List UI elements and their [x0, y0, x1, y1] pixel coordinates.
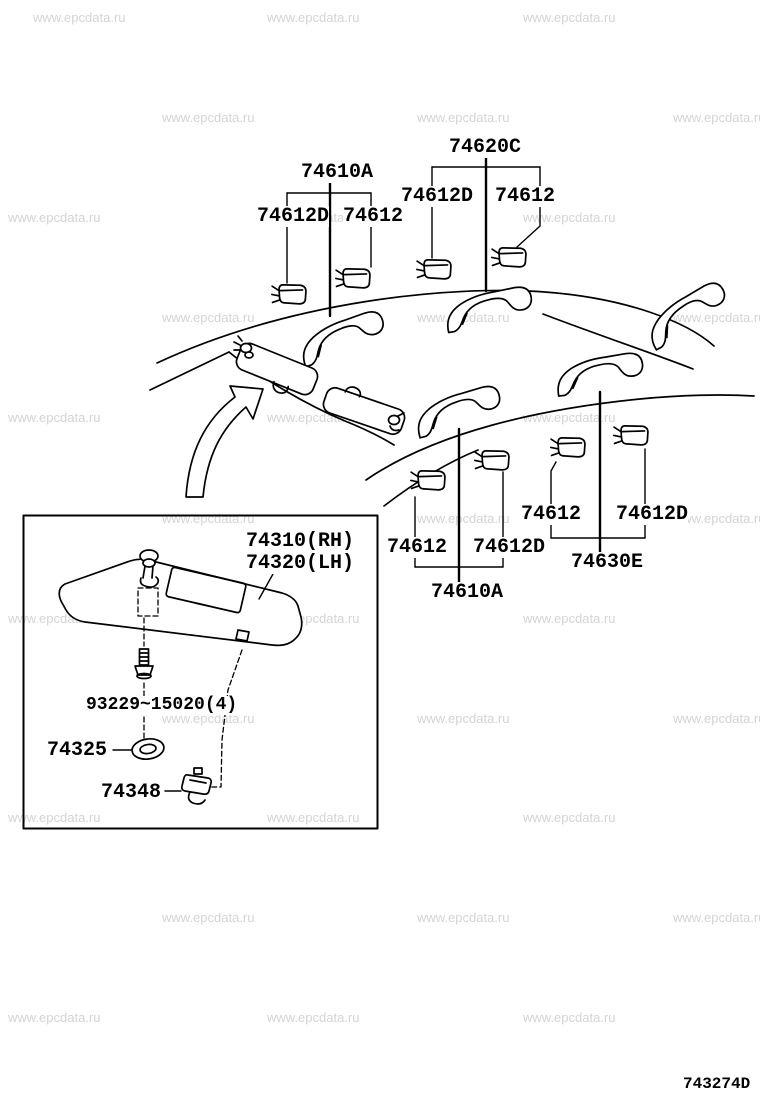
part-label-74630e: 74630E — [571, 551, 644, 574]
visor-holder-icon — [180, 767, 213, 805]
watermark-text: www.epcdata.ru — [162, 310, 255, 325]
direction-arrow-icon — [185, 385, 264, 498]
watermark-text: www.epcdata.ru — [8, 410, 101, 425]
watermark-text: www.epcdata.ru — [417, 511, 510, 526]
visor-leader-line — [258, 573, 274, 600]
visor-pivot-icon — [233, 335, 254, 359]
clip-icon — [490, 247, 527, 268]
part-label-74325: 74325 — [47, 739, 108, 762]
watermark-text: www.epcdata.ru — [33, 10, 126, 25]
assist-grip-front-left — [447, 286, 533, 334]
screw-icon — [134, 648, 154, 680]
part-label-74612d-b: 74612D — [401, 185, 474, 208]
sun-visor-right-sketch — [233, 335, 319, 396]
assist-grip-front-right — [302, 311, 384, 368]
watermark-text: www.epcdata.ru — [417, 711, 510, 726]
watermark-text: www.epcdata.ru — [417, 910, 510, 925]
clip-icon — [612, 425, 649, 446]
clip-icon — [415, 259, 452, 280]
inset-detail-box — [22, 514, 379, 830]
vanity-mirror — [165, 566, 247, 614]
watermark-text: www.epcdata.ru — [8, 810, 101, 825]
part-label-74612-c: 74612 — [387, 536, 448, 559]
watermark-text: www.epcdata.ru — [673, 110, 760, 125]
diagram-ref-code: 743274D — [683, 1075, 751, 1093]
assembly-dashed-lines — [137, 587, 243, 788]
watermark-text: www.epcdata.ru — [523, 10, 616, 25]
watermark-text: www.epcdata.ru — [8, 210, 101, 225]
visor-pivot-icon — [139, 549, 160, 588]
watermark-text: www.epcdata.ru — [417, 110, 510, 125]
watermark-text: www.epcdata.ru — [162, 110, 255, 125]
assist-grip-rear-right — [417, 385, 501, 439]
clip-icon — [549, 437, 586, 458]
part-label-74310-rh: 74310(RH) — [246, 530, 355, 553]
watermark-text: www.epcdata.ru — [523, 210, 616, 225]
part-label-93229-15020: 93229~15020(4) — [86, 695, 238, 715]
clip-icon — [270, 284, 307, 305]
watermark-text: www.epcdata.ru — [673, 711, 760, 726]
part-label-74612-b: 74612 — [495, 185, 556, 208]
watermark-text: www.epcdata.ru — [162, 910, 255, 925]
watermark-text: www.epcdata.ru — [523, 410, 616, 425]
watermark-text: www.epcdata.ru — [267, 1010, 360, 1025]
watermark-text: www.epcdata.ru — [673, 511, 760, 526]
watermark-text: www.epcdata.ru — [267, 810, 360, 825]
callout-lines-rear-grip-2 — [550, 390, 646, 555]
watermark-text: www.epcdata.ru — [673, 910, 760, 925]
assist-grip-rear-center — [557, 352, 644, 397]
part-label-74612-a: 74612 — [343, 205, 404, 228]
sun-visor-detail — [58, 558, 303, 647]
part-label-74348: 74348 — [101, 781, 162, 804]
part-label-74612d-c: 74612D — [473, 536, 546, 559]
part-label-74610a-bottom: 74610A — [431, 581, 504, 604]
assist-grip-rear-far — [651, 282, 726, 351]
watermark-text: www.epcdata.ru — [673, 310, 760, 325]
clip-icon — [409, 470, 446, 491]
grommet-icon — [131, 738, 165, 760]
watermark-text: www.epcdata.ru — [267, 10, 360, 25]
watermark-text: www.epcdata.ru — [523, 1010, 616, 1025]
watermark-text: www.epcdata.ru — [8, 1010, 101, 1025]
part-label-74612d-a: 74612D — [257, 205, 330, 228]
sun-visor-left-sketch — [322, 386, 406, 436]
part-label-74320-lh: 74320(LH) — [246, 552, 355, 575]
watermark-text: www.epcdata.ru — [523, 611, 616, 626]
clip-icon — [473, 450, 510, 471]
visor-pivot-icon — [387, 412, 405, 432]
watermark-text: www.epcdata.ru — [523, 810, 616, 825]
visor-hook-notch — [235, 629, 250, 642]
part-label-74612-d: 74612 — [521, 503, 582, 526]
clip-icon — [334, 268, 371, 289]
part-label-74620c: 74620C — [449, 136, 522, 159]
part-label-74612d-d: 74612D — [616, 503, 689, 526]
part-label-74610a-top: 74610A — [301, 161, 374, 184]
